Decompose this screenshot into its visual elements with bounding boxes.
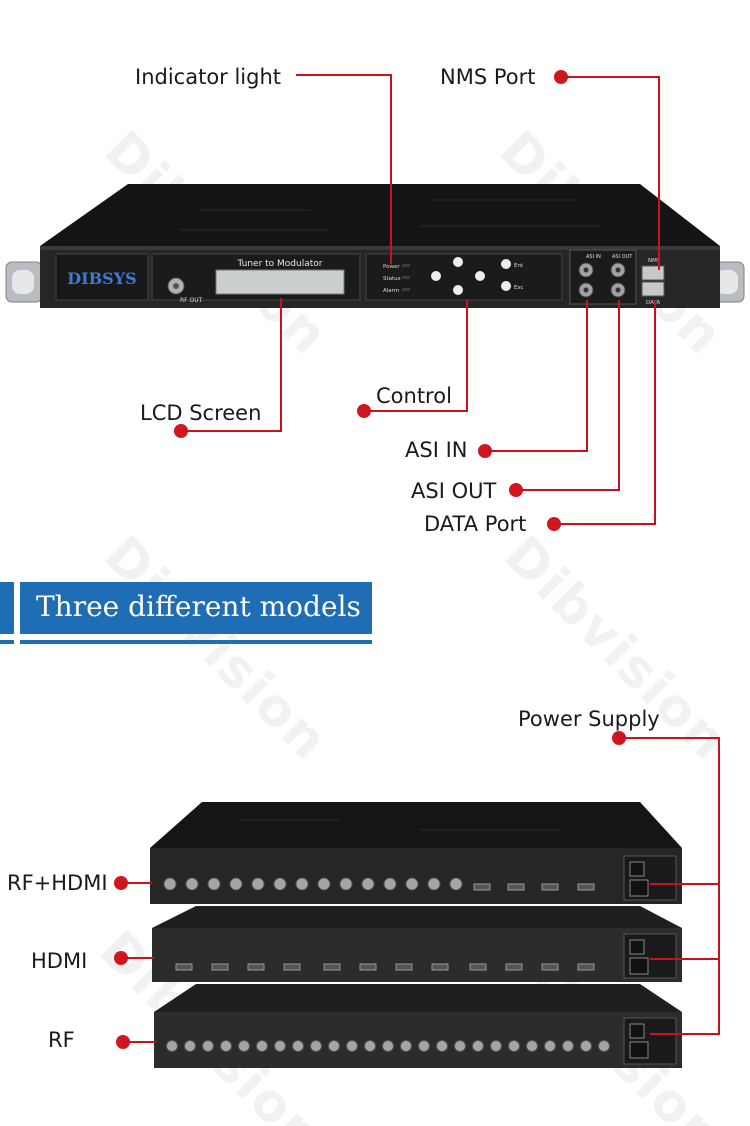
model-label-rf-hdmi: RF+HDMI (7, 871, 108, 895)
callout-dot (116, 1035, 130, 1049)
asi-out-port-label: ASI OUT (612, 254, 633, 260)
leader-line (555, 523, 656, 525)
leader-line (466, 300, 468, 412)
callout-power-supply: Power Supply (518, 707, 660, 731)
esc-button-label: Esc (514, 285, 523, 291)
front-device-image: DIBSYS Tuner to Modulator RF OUT Power S… (5, 184, 745, 308)
callout-dot (547, 517, 561, 531)
banner-underline (0, 640, 14, 644)
model-label-rf: RF (48, 1028, 75, 1052)
leader-line (122, 882, 152, 884)
leader-line (280, 298, 282, 432)
leader-line (650, 958, 720, 960)
banner-underline (20, 640, 372, 644)
leader-line (182, 430, 282, 432)
callout-dot (478, 444, 492, 458)
nms-port-label: NMS (648, 258, 661, 264)
section-banner: Three different models (0, 582, 372, 648)
model-label-hdmi: HDMI (31, 949, 88, 973)
callout-asi-out: ASI OUT (411, 479, 497, 503)
leader-line (620, 737, 720, 739)
led-label-status: Status (383, 276, 401, 282)
led-label-alarm: Alarm (383, 288, 399, 294)
callout-indicator-light: Indicator light (135, 65, 282, 89)
leader-line (122, 957, 154, 959)
leader-line (718, 737, 720, 1034)
callout-asi-in: ASI IN (405, 438, 468, 462)
asi-in-port-label: ASI IN (586, 254, 601, 260)
leader-line (618, 300, 620, 491)
callout-dot (554, 70, 568, 84)
callout-dot (114, 951, 128, 965)
leader-line (296, 74, 392, 76)
leader-line (562, 76, 660, 78)
leader-line (650, 883, 720, 885)
ent-button-label: Ent (514, 263, 524, 269)
callout-data-port: DATA Port (424, 512, 527, 536)
callout-dot (174, 424, 188, 438)
leader-line (390, 74, 392, 264)
watermark: Dibvision (92, 525, 340, 773)
callout-dot (114, 876, 128, 890)
callout-dot (509, 483, 523, 497)
banner-background (20, 582, 372, 634)
leader-line (124, 1041, 156, 1043)
callout-dot (612, 731, 626, 745)
leader-line (650, 1033, 720, 1035)
banner-accent (0, 582, 14, 634)
callout-nms-port: NMS Port (440, 65, 536, 89)
rear-devices-image (150, 802, 682, 1068)
brand-logo: DIBSYS (67, 269, 136, 288)
led-label-power: Power (383, 264, 400, 270)
leader-line (364, 410, 468, 412)
leader-line (486, 450, 588, 452)
callout-lcd-screen: LCD Screen (140, 401, 262, 425)
callout-control: Control (376, 384, 452, 408)
banner-title: Three different models (36, 590, 361, 623)
rf-out-port-label: RF OUT (180, 297, 203, 304)
leader-line (658, 76, 660, 270)
lcd-title: Tuner to Modulator (237, 259, 323, 269)
leader-line (517, 489, 620, 491)
leader-line (654, 300, 656, 525)
leader-line (586, 300, 588, 452)
data-port-label: DATA (646, 300, 660, 306)
